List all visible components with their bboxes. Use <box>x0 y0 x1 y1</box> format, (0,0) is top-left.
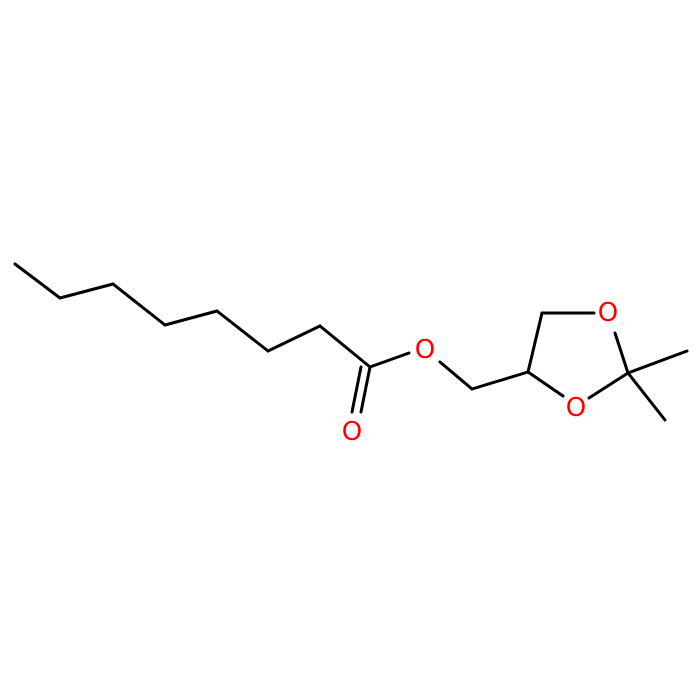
atom-o-ring-bottom: O <box>566 393 586 423</box>
bond-c6-c5 <box>111 282 167 327</box>
bond-c1-oester <box>368 351 411 369</box>
bond-c2-c1 <box>318 324 372 369</box>
bond-ch2-c4 <box>470 370 530 391</box>
bond-o1-c2 <box>613 331 630 375</box>
atom-o-ester: O <box>415 335 435 365</box>
bond-o3-c4 <box>526 370 565 398</box>
bond-c4-c3 <box>215 309 270 353</box>
bond-c2-o3 <box>587 371 630 400</box>
bond-carbonyl-1 <box>359 365 372 414</box>
bond-c5-c4 <box>163 309 219 327</box>
atom-o-carbonyl: O <box>342 417 362 447</box>
bond-c2-methyl-b <box>626 371 667 422</box>
bond-c3-c2 <box>266 324 322 353</box>
bond-c8-c7 <box>13 262 62 300</box>
bond-c4-c5 <box>526 311 544 374</box>
bond-c2-methyl-a <box>626 349 689 375</box>
bond-c7-c6 <box>58 282 115 300</box>
bond-carbonyl-2 <box>350 365 363 414</box>
atom-o-ring-top: O <box>598 298 618 328</box>
bond-oester-ch2 <box>438 360 474 391</box>
